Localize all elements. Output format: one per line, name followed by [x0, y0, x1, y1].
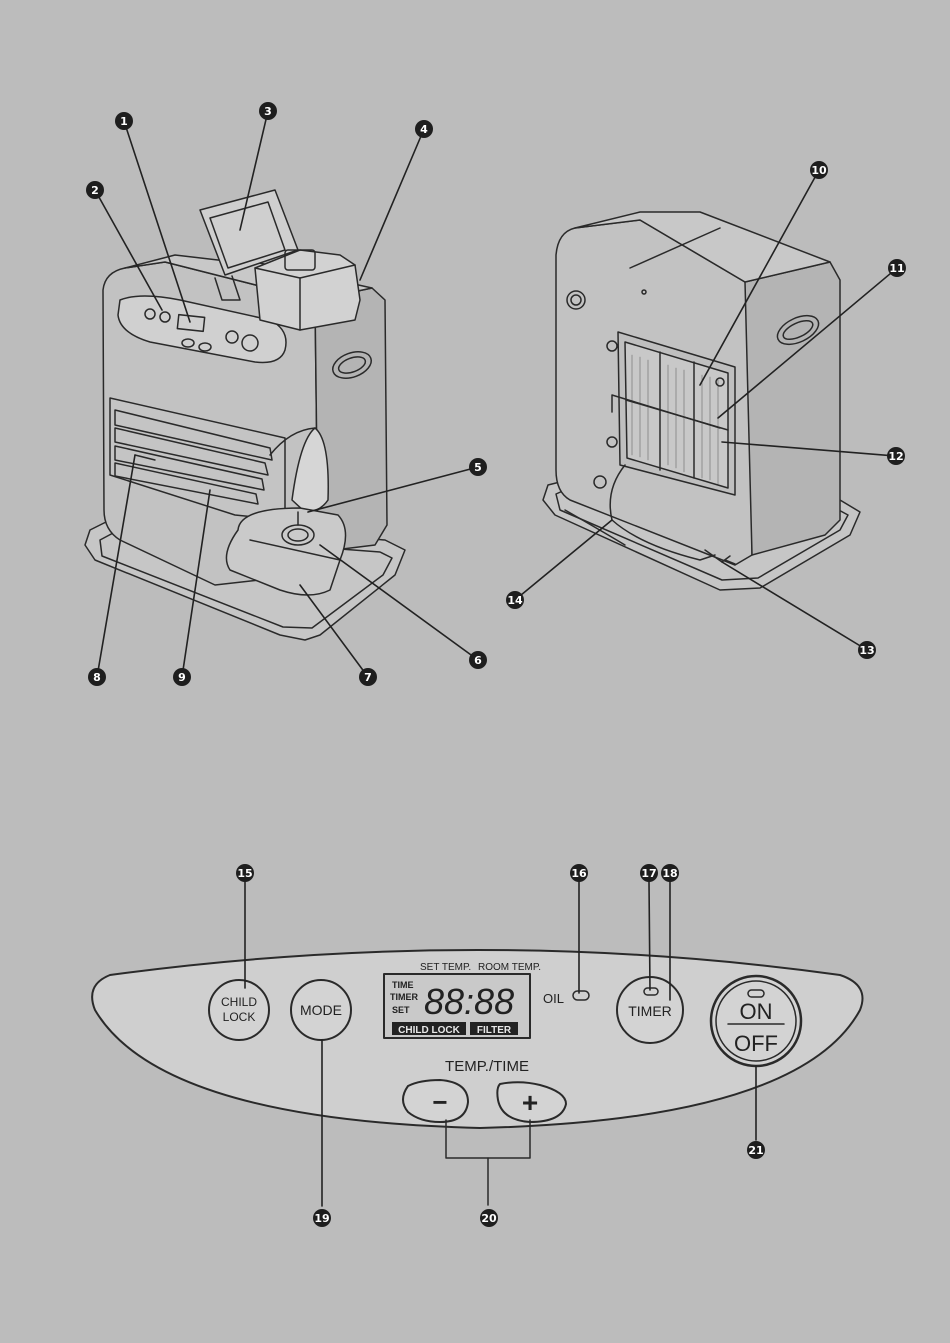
svg-text:18: 18 [662, 867, 677, 880]
svg-text:20: 20 [481, 1212, 497, 1225]
temp-time-label: TEMP./TIME [445, 1058, 529, 1075]
callout-3: 3 [259, 102, 277, 120]
svg-text:12: 12 [888, 450, 903, 463]
callout-6: 6 [469, 651, 487, 669]
callout-1: 1 [115, 112, 133, 130]
callout-19: 19 [313, 1209, 331, 1227]
svg-text:17: 17 [641, 867, 656, 880]
set-temp-label: SET TEMP. [420, 962, 471, 973]
callout-12: 12 [887, 447, 905, 465]
callout-13: 13 [858, 641, 876, 659]
svg-text:6: 6 [474, 654, 482, 667]
lcd-digits: 88:88 [424, 981, 514, 1022]
svg-text:2: 2 [91, 184, 99, 197]
svg-text:3: 3 [264, 105, 272, 118]
callout-8: 8 [88, 668, 106, 686]
svg-text:14: 14 [507, 594, 523, 607]
child-lock-badge: CHILD LOCK [398, 1025, 460, 1036]
callout-21: 21 [747, 1141, 765, 1159]
oil-label: OIL [543, 991, 564, 1006]
svg-text:13: 13 [859, 644, 874, 657]
svg-text:7: 7 [364, 671, 372, 684]
callout-2: 2 [86, 181, 104, 199]
svg-text:15: 15 [237, 867, 252, 880]
callout-20: 20 [480, 1209, 498, 1227]
svg-text:8: 8 [93, 671, 101, 684]
callouts: 1 2 3 4 5 6 7 8 9 10 11 12 13 14 15 16 1… [86, 102, 906, 1227]
minus-icon: − [432, 1087, 447, 1117]
plus-icon: + [522, 1087, 538, 1118]
callout-14: 14 [506, 591, 524, 609]
svg-text:11: 11 [889, 262, 904, 275]
svg-text:16: 16 [571, 867, 587, 880]
callout-5: 5 [469, 458, 487, 476]
callout-18: 18 [661, 864, 679, 882]
callout-9: 9 [173, 668, 191, 686]
svg-text:4: 4 [420, 123, 428, 136]
off-label: OFF [734, 1031, 778, 1056]
on-label: ON [740, 999, 773, 1024]
callout-17: 17 [640, 864, 658, 882]
callout-11: 11 [888, 259, 906, 277]
svg-text:9: 9 [178, 671, 186, 684]
callout-7: 7 [359, 668, 377, 686]
svg-text:10: 10 [811, 164, 827, 177]
room-temp-label: ROOM TEMP. [478, 962, 541, 973]
svg-text:1: 1 [120, 115, 128, 128]
rear-heater-illustration [542, 211, 861, 591]
lcd-set-label: SET [392, 1005, 410, 1015]
svg-text:19: 19 [314, 1212, 329, 1225]
mode-button-label: MODE [300, 1002, 342, 1018]
panel-labels: CHILD LOCK MODE SET TEMP. ROOM TEMP. TIM… [221, 962, 778, 1118]
callout-15: 15 [236, 864, 254, 882]
filter-badge: FILTER [477, 1025, 512, 1036]
timer-button-label: TIMER [628, 1003, 672, 1019]
callout-16: 16 [570, 864, 588, 882]
child-lock-label-line2: LOCK [223, 1010, 256, 1024]
callout-10: 10 [810, 161, 828, 179]
svg-text:5: 5 [474, 461, 482, 474]
child-lock-label-line1: CHILD [221, 995, 257, 1009]
front-heater-illustration [84, 189, 406, 641]
lcd-time-label: TIME [392, 980, 414, 990]
svg-text:21: 21 [748, 1144, 763, 1157]
lcd-timer-label: TIMER [390, 992, 418, 1002]
callout-4: 4 [415, 120, 433, 138]
